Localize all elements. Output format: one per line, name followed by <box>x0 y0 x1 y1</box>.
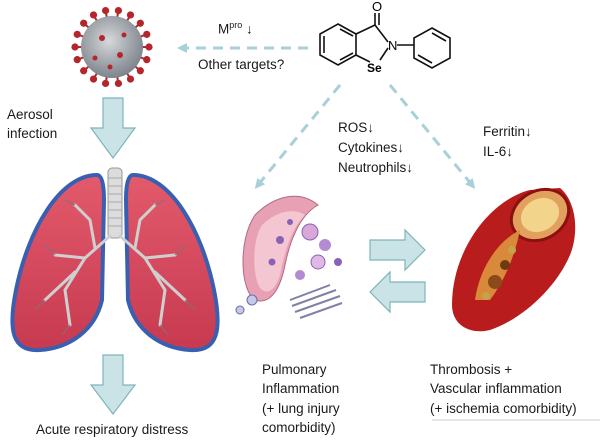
virus-spike-tip <box>80 19 88 27</box>
block-arrow-down-infection <box>89 97 137 160</box>
mpro-sup: pro <box>229 20 243 30</box>
dashed-arrow-to-cells <box>254 84 342 189</box>
atom-se: Se <box>367 61 382 75</box>
aerosol-label-line2: infection <box>7 126 58 141</box>
virus-spike-tip <box>114 6 123 15</box>
virus-spike-tip <box>136 67 144 75</box>
ros-label: ROS↓ <box>338 120 375 135</box>
dashed-arrow-to-vessel <box>388 84 476 189</box>
il6-label: IL-6↓ <box>483 144 514 159</box>
virus-spike-tip <box>101 79 110 88</box>
neutrophils-label: Neutrophils↓ <box>338 160 414 175</box>
aerosol-label-line1: Aerosol <box>7 107 53 122</box>
virus-spike-tip <box>145 43 153 51</box>
pulmonary-label-line1: Pulmonary <box>262 362 327 377</box>
virus-spike-tip <box>126 75 135 83</box>
pulmonary-label-line4: comorbidity) <box>262 420 336 435</box>
thrombosis-label-line3: (+ ischemia comorbidity) <box>430 401 577 416</box>
virus-spike-tip <box>89 75 98 83</box>
atom-n: N <box>388 38 397 53</box>
mpro-down-arrow: ↓ <box>242 21 253 37</box>
pulmonary-cells-icon <box>235 195 343 319</box>
mpro-label: Mpro ↓ <box>218 20 253 38</box>
virus-spike-tip <box>73 30 81 38</box>
cytokines-label: Cytokines↓ <box>338 140 405 155</box>
virus-spike-tip <box>80 67 88 75</box>
block-arrow-right <box>369 228 426 272</box>
pulmonary-label-line2: Inflammation <box>262 381 340 396</box>
lungs-icon <box>10 167 220 353</box>
virus-spike-tip <box>143 56 151 64</box>
blood-vessel-icon <box>452 187 576 332</box>
other-targets-label: Other targets? <box>198 57 285 72</box>
mpro-main: M <box>218 21 230 37</box>
virus-spike-tip <box>114 79 123 88</box>
thrombosis-label-line1: Thrombosis + <box>430 362 513 377</box>
virus-spike-tip <box>136 19 144 27</box>
ebselen-molecule-icon <box>319 13 451 69</box>
virus-spike-tip <box>143 30 151 38</box>
thrombosis-label-line2: Vascular inflammation <box>430 381 562 396</box>
atom-o: O <box>372 0 382 14</box>
ferritin-label: Ferritin↓ <box>483 124 532 139</box>
block-arrow-down-distress <box>89 354 137 415</box>
block-arrow-left <box>369 270 426 314</box>
virus-spike-tip <box>126 11 135 19</box>
virus-icon <box>71 6 153 88</box>
virus-spike-tip <box>71 43 79 51</box>
virus-spike-tip <box>73 56 81 64</box>
virus-spike-tip <box>89 11 98 19</box>
acute-distress-label: Acute respiratory distress <box>36 422 189 437</box>
pulmonary-label-line3: (+ lung injury <box>262 401 340 416</box>
virus-spike-tip <box>101 6 110 15</box>
